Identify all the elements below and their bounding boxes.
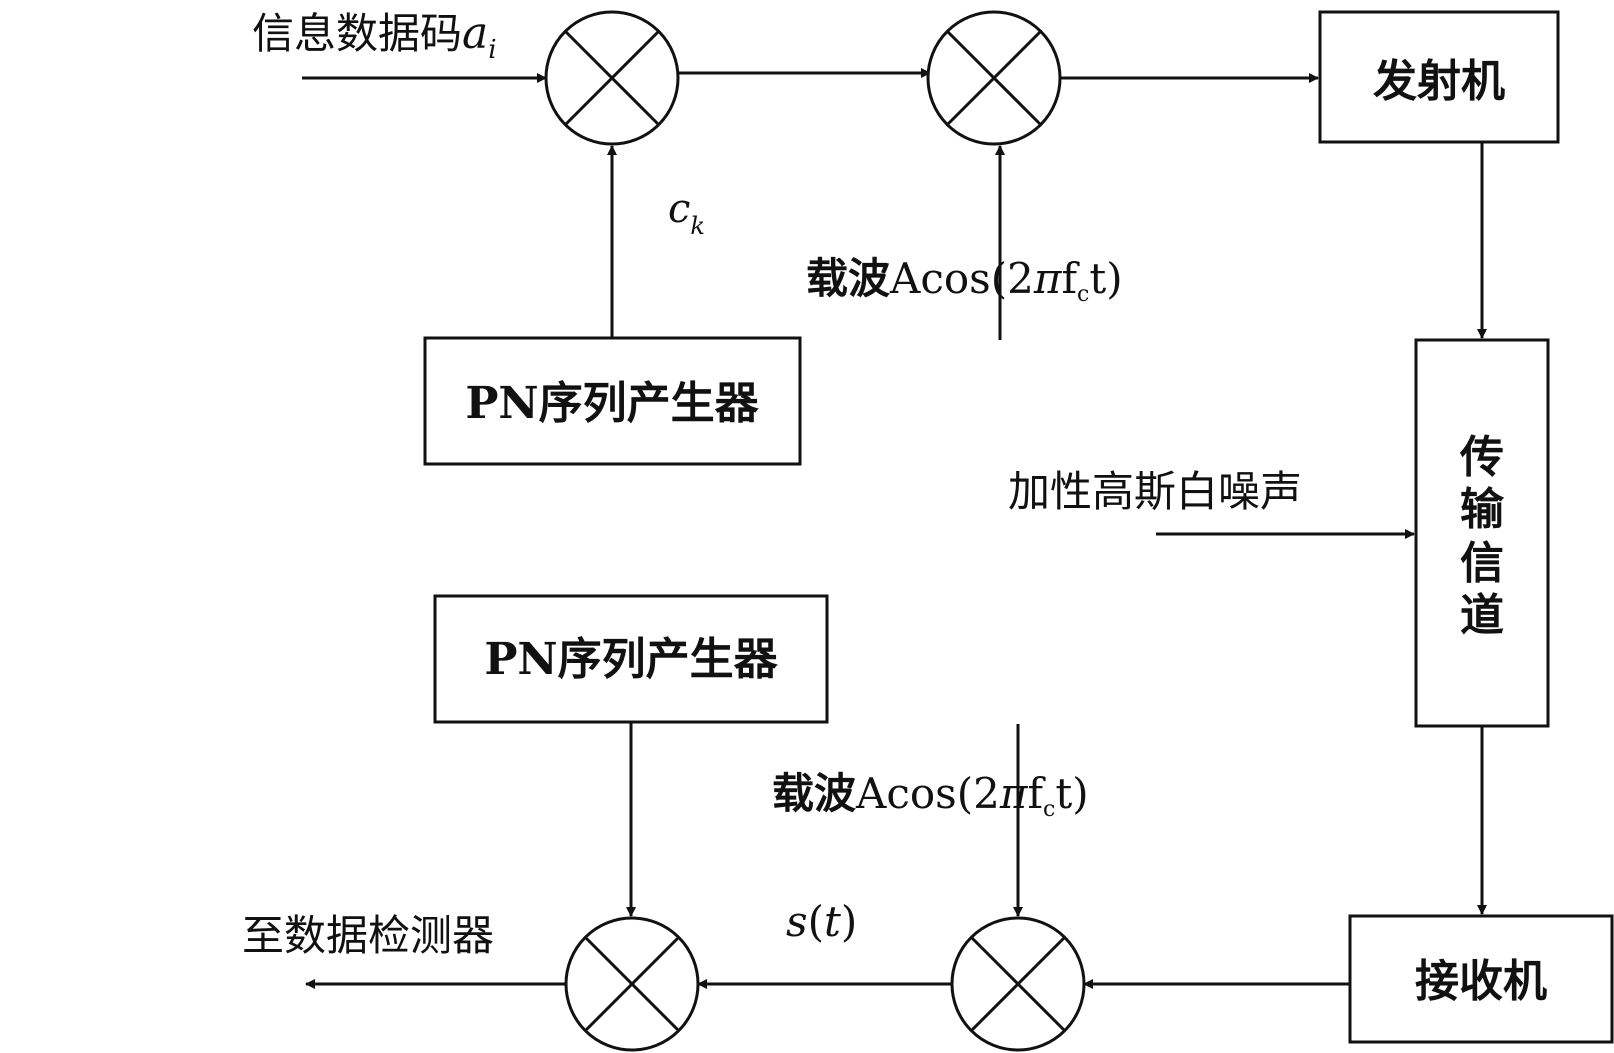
channel-char-3: 信 (1460, 538, 1504, 589)
pn-generator-rx: PN序列产生器 (435, 596, 827, 722)
channel-char-4: 道 (1460, 590, 1504, 641)
spread-code-label: ck (668, 186, 705, 240)
output-label: 至数据检测器 (242, 911, 494, 960)
pn-generator-tx: PN序列产生器 (425, 338, 800, 464)
input-label: 信息数据码ai (252, 8, 497, 65)
spreading-mixer (546, 12, 678, 144)
pn-generator-rx-label: PN序列产生器 (484, 634, 778, 685)
channel-char-1: 传 (1459, 432, 1504, 483)
despreading-mixer (566, 918, 698, 1050)
rx-carrier-label: 载波Acos(2πfct) (772, 769, 1089, 822)
transmitter-label: 发射机 (1373, 56, 1505, 107)
receiver-label: 接收机 (1415, 956, 1547, 1007)
demodulation-mixer (952, 918, 1084, 1050)
noise-label: 加性高斯白噪声 (1008, 467, 1302, 516)
tx-carrier-label: 载波Acos(2πfct) (806, 254, 1123, 307)
receiver-block: 接收机 (1350, 916, 1612, 1042)
channel-block: 传 输 信 道 (1416, 340, 1548, 726)
transmitter-block: 发射机 (1320, 12, 1558, 142)
signal-label: s(t) (786, 897, 857, 946)
channel-char-2: 输 (1460, 484, 1505, 535)
modulation-mixer (928, 12, 1060, 144)
pn-generator-tx-label: PN序列产生器 (465, 378, 759, 429)
